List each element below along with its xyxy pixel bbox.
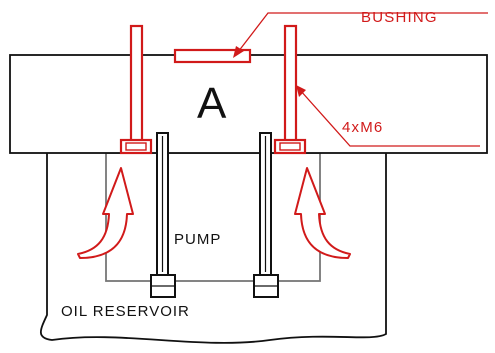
pump-housing — [105, 152, 321, 282]
flow-arrow-right-icon — [294, 167, 351, 259]
bushing-label: BUSHING — [361, 9, 438, 26]
m6-screw-left — [119, 24, 153, 155]
oil-reservoir-outline — [39, 153, 387, 344]
bolts-label: 4xM6 — [342, 119, 383, 136]
block-a — [9, 54, 488, 154]
pump-label: PUMP — [174, 231, 221, 248]
m6-leader-line — [299, 89, 480, 147]
m6-screw-right — [273, 24, 307, 155]
pump-bolt-right — [253, 132, 279, 298]
m6-leader-arrowhead-icon — [296, 85, 306, 97]
bushing — [173, 48, 252, 64]
flow-arrow-left-icon — [77, 167, 134, 259]
bushing-leader-line — [237, 12, 488, 53]
oil-reservoir-label: OIL RESERVOIR — [61, 303, 190, 320]
bushing-leader-arrowhead-icon — [233, 46, 244, 58]
block-a-label: A — [197, 79, 227, 128]
pump-bolt-left — [150, 132, 176, 298]
